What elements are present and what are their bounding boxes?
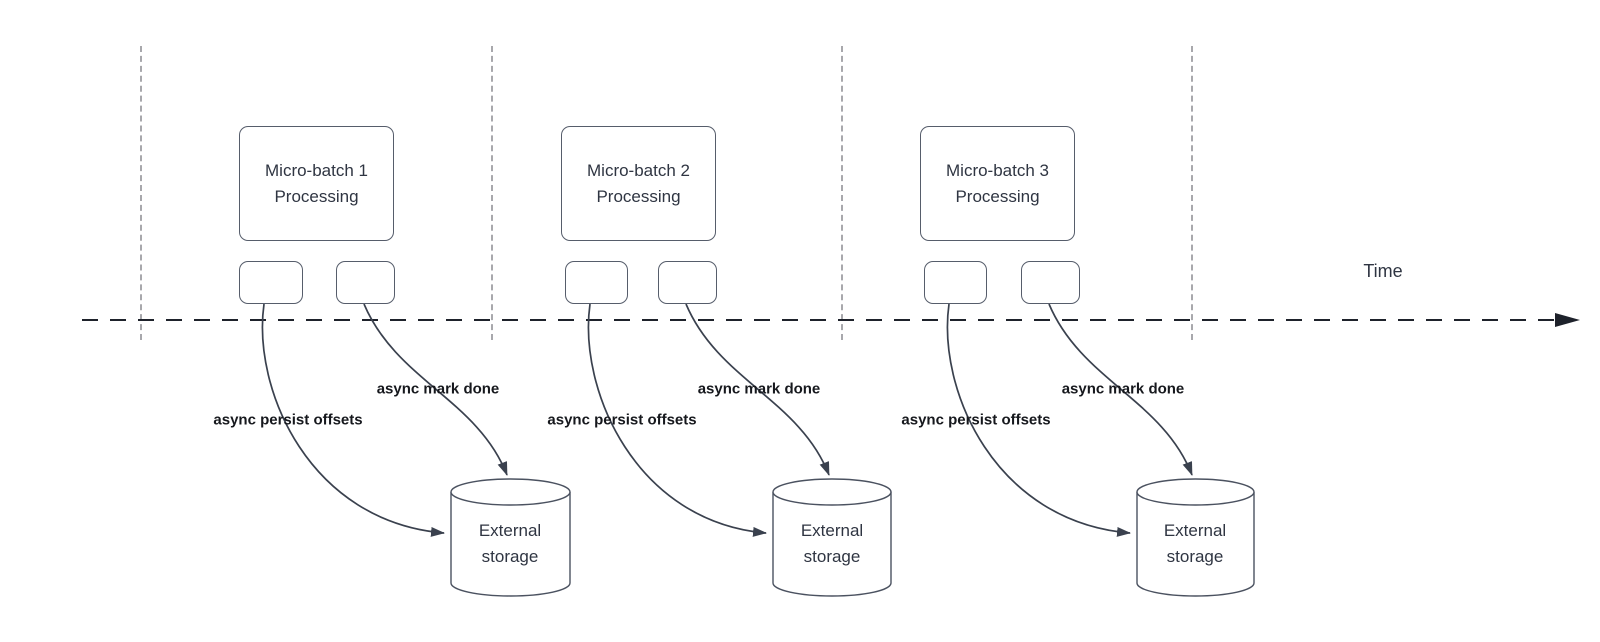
external-storage-label-2: External storage <box>772 498 892 590</box>
external-storage-cylinder-2 <box>772 478 892 597</box>
processing-box-1: Micro-batch 1 Processing <box>239 126 394 241</box>
persist-task-box-3 <box>924 261 987 304</box>
persist-offsets-label-1: async persist offsets <box>213 411 363 429</box>
time-guide-line-3 <box>841 46 843 340</box>
processing-box-3: Micro-batch 3 Processing <box>920 126 1075 241</box>
async-mark-done-arrow-1 <box>363 303 508 476</box>
external-storage-cylinder-3 <box>1136 478 1255 597</box>
mark-done-label-3: async mark done <box>1061 380 1185 398</box>
mark-done-task-box-3 <box>1021 261 1080 304</box>
external-storage-cylinder-1 <box>450 478 571 597</box>
processing-box-3-title-line2: Processing <box>955 186 1040 206</box>
persist-offsets-label-3: async persist offsets <box>901 411 1051 429</box>
async-mark-done-arrow-2 <box>685 303 830 476</box>
persist-task-box-2 <box>565 261 628 304</box>
processing-box-2-title-line1: Micro-batch 2 <box>587 160 690 180</box>
time-guide-line-4 <box>1191 46 1193 340</box>
async-persist-offsets-arrow-3 <box>946 303 1131 537</box>
async-persist-offsets-arrow-2 <box>587 303 767 537</box>
external-storage-label-2-line2: storage <box>803 547 861 566</box>
processing-box-2-title-line2: Processing <box>596 186 681 206</box>
time-guide-line-1 <box>140 46 142 340</box>
mark-done-label-1: async mark done <box>376 380 500 398</box>
external-storage-label-2-line1: External <box>800 521 864 540</box>
time-axis-line <box>82 319 1556 321</box>
time-axis-label: Time <box>1363 261 1403 281</box>
processing-box-3-title-line1: Micro-batch 3 <box>946 160 1049 180</box>
external-storage-label-3-line1: External <box>1163 521 1227 540</box>
external-storage-label-1-line1: External <box>478 521 542 540</box>
persist-offsets-label-2: async persist offsets <box>547 411 697 429</box>
external-storage-label-3-line2: storage <box>1166 547 1224 566</box>
async-persist-offsets-arrow-1 <box>261 303 445 537</box>
external-storage-label-1: External storage <box>450 498 570 590</box>
processing-box-1-title-line1: Micro-batch 1 <box>265 160 368 180</box>
processing-box-1-title-line2: Processing <box>274 186 359 206</box>
external-storage-label-3: External storage <box>1135 498 1255 590</box>
mark-done-task-box-2 <box>658 261 717 304</box>
external-storage-label-1-line2: storage <box>481 547 539 566</box>
persist-task-box-1 <box>239 261 303 304</box>
time-guide-line-2 <box>491 46 493 340</box>
mark-done-task-box-1 <box>336 261 395 304</box>
processing-box-2: Micro-batch 2 Processing <box>561 126 716 241</box>
mark-done-label-2: async mark done <box>697 380 821 398</box>
time-axis-arrowhead-icon <box>1555 313 1580 327</box>
async-mark-done-arrow-3 <box>1048 303 1193 476</box>
